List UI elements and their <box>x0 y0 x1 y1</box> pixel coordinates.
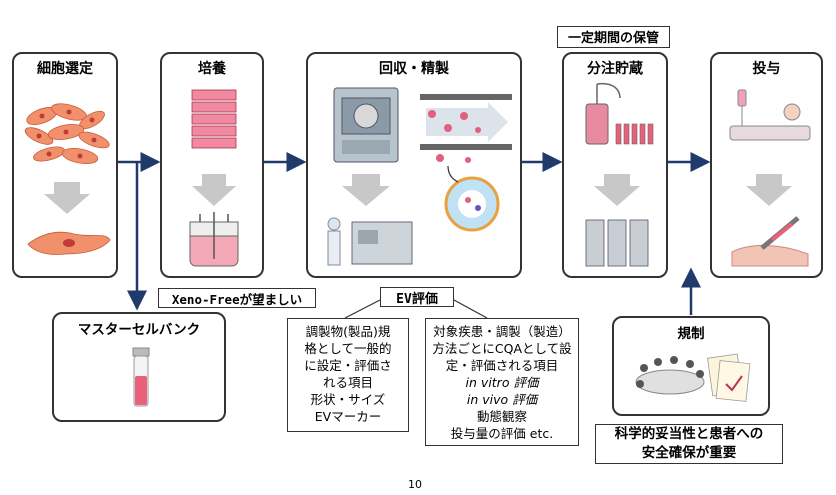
freezer-rack-icon <box>585 219 649 267</box>
list-item: れる項目 <box>322 375 373 390</box>
ev-evaluation-label: EV評価 <box>380 287 454 307</box>
list-item: in vitro 評価 <box>465 375 539 390</box>
down-arrow-icon <box>342 174 390 206</box>
list-item: に設定・評価さ <box>304 358 392 373</box>
down-arrow-icon <box>44 182 90 214</box>
bioreactor-icon <box>189 212 239 267</box>
meeting-documents-icon <box>635 353 751 402</box>
storage-period-text: 一定期間の保管 <box>567 31 659 46</box>
list-item: 定・評価される項目 <box>445 358 559 373</box>
list-item: 対象疾患・調製（製造） <box>433 324 571 339</box>
stage-title: 培養 <box>198 61 226 77</box>
regulation-note-line1: 科学的妥当性と患者への <box>614 426 764 442</box>
storage-period-label: 一定期間の保管 <box>557 26 670 48</box>
list-item: 形状・サイズ <box>310 392 386 407</box>
down-arrow-icon <box>192 174 236 206</box>
stage-title: 回収・精製 <box>379 61 449 77</box>
stage-culture: 培養 <box>160 52 264 278</box>
list-item: in vivo 評価 <box>466 392 538 407</box>
stage-administration: 投与 <box>710 52 823 278</box>
stage-purification: 回収・精製 <box>306 52 522 278</box>
lab-operator-icon <box>327 217 413 266</box>
ev-bracket-left <box>344 299 381 319</box>
list-item: 方法ごとにCQAとして設 <box>432 341 572 356</box>
list-item: EVマーカー <box>314 409 382 424</box>
list-item: 投与量の評価 etc. <box>450 426 554 441</box>
centrifuge-icon <box>333 87 399 163</box>
dispenser-icon <box>585 82 654 145</box>
list-item: 格として一般的 <box>304 341 392 356</box>
page-number: 10 <box>408 478 422 491</box>
ev-particle-icon <box>444 165 500 232</box>
master-cell-bank: マスターセルバンク <box>52 312 226 422</box>
down-arrow-icon <box>594 174 640 206</box>
down-arrow-icon <box>746 174 792 206</box>
aliquot-illustration-icon <box>585 82 654 267</box>
stage-aliquot-storage: 分注貯蔵 <box>562 52 668 278</box>
cqa-evaluation-list: 対象疾患・調製（製造） 方法ごとにCQAとして設 定・評価される項目 in vi… <box>425 318 579 446</box>
list-item: 動態観察 <box>476 409 527 424</box>
stage-title: 投与 <box>752 61 781 77</box>
regulation-note: 科学的妥当性と患者への 安全確保が重要 <box>595 424 783 464</box>
list-item: 調製物(製品)規 <box>305 324 391 339</box>
stage-title: 細胞選定 <box>37 61 93 77</box>
regulation-note-line2: 安全確保が重要 <box>641 445 737 461</box>
patient-bed-icon <box>729 89 811 141</box>
cell-illustration-icon <box>24 103 111 255</box>
master-bank-title: マスターセルバンク <box>77 322 201 338</box>
purification-illustration-icon <box>327 87 512 266</box>
regulation-box: 規制 <box>612 316 770 416</box>
general-evaluation-list: 調製物(製品)規 格として一般的 に設定・評価さ れる項目 形状・サイズ EVマ… <box>287 318 409 432</box>
ev-evaluation-text: EV評価 <box>396 292 438 307</box>
stage-title: 分注貯蔵 <box>587 61 643 77</box>
xeno-free-label: Xeno-Freeが望ましい <box>158 288 316 308</box>
regulation-title: 規制 <box>677 326 705 342</box>
injection-icon <box>731 216 809 267</box>
xeno-free-text: Xeno-Freeが望ましい <box>171 292 303 307</box>
administration-illustration-icon <box>729 89 811 267</box>
culture-flask-icon <box>189 89 239 267</box>
stage-cell-selection: 細胞選定 <box>12 52 118 278</box>
vial-icon <box>132 347 150 407</box>
filtration-icon <box>420 94 512 163</box>
ev-bracket-right <box>453 299 488 319</box>
